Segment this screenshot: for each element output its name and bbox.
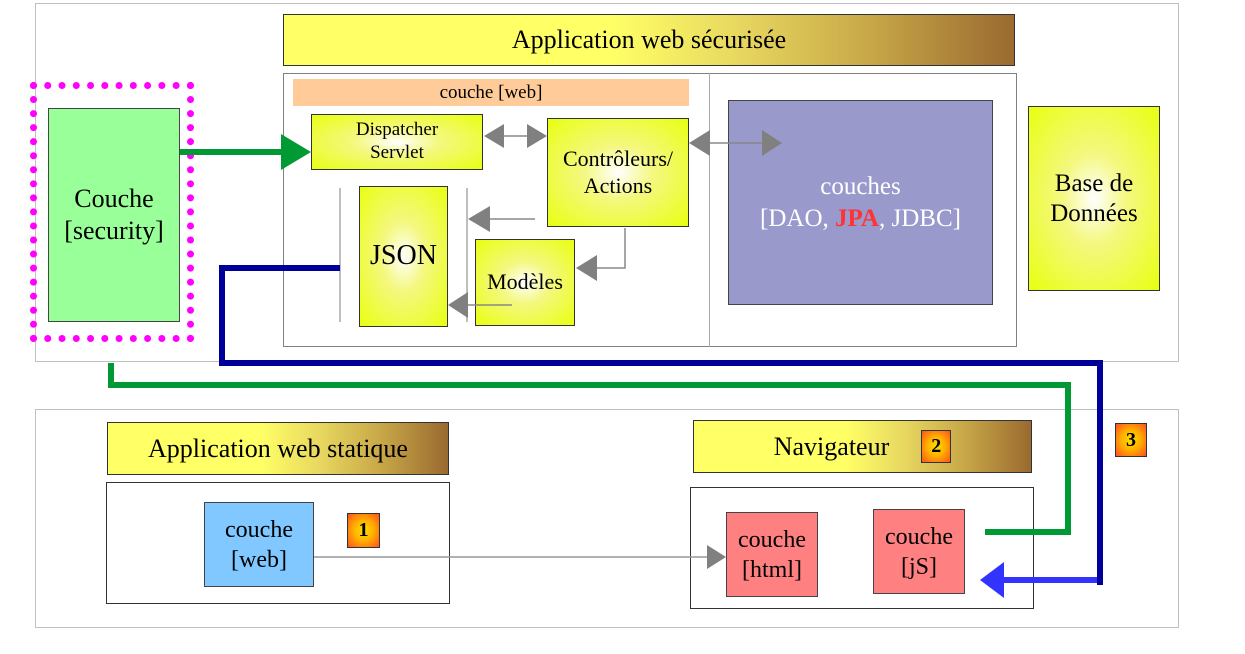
security-layer-line2: [security] [64, 216, 164, 245]
jpa-highlight: JPA [835, 204, 879, 232]
badge-1-text: 1 [358, 519, 369, 541]
data-layers-line1: couches [820, 173, 901, 201]
controllers-line2: Actions [583, 172, 653, 198]
data-layers-line2: [DAO, JPA, JDBC] [760, 203, 961, 234]
js-layer-line1: couche [885, 523, 953, 550]
static-web-line1: couche [225, 516, 293, 543]
data-layers-suffix: , JDBC] [879, 204, 961, 232]
json-label: JSON [370, 240, 437, 271]
controllers-box[interactable]: Contrôleurs/ Actions [547, 118, 689, 227]
html-layer-line2: [html] [742, 556, 802, 583]
web-layer-label: couche [web] [439, 81, 543, 103]
database-line1: Base de [1054, 169, 1134, 197]
badge-2-text: 2 [931, 435, 942, 457]
static-web-line2: [web] [231, 546, 287, 573]
js-layer-box[interactable]: couche [jS] [873, 509, 965, 594]
static-web-layer-box[interactable]: couche [web] [204, 502, 314, 587]
models-label: Modèles [487, 269, 563, 295]
security-layer-box[interactable]: Couche [security] [48, 108, 180, 322]
security-layer-line1: Couche [74, 183, 154, 213]
browser-title: Navigateur 2 [693, 420, 1032, 473]
security-dotted-boundary [30, 82, 194, 342]
web-layer-label-bar: couche [web] [293, 79, 689, 106]
secure-app-title: Application web sécurisée [283, 14, 1015, 66]
js-layer-line2: [jS] [901, 553, 937, 580]
static-app-title: Application web statique [107, 422, 449, 475]
web-container-divider [709, 73, 710, 347]
dispatcher-servlet-box[interactable]: Dispatcher Servlet [311, 114, 483, 170]
badge-3: 3 [1115, 423, 1147, 457]
database-box[interactable]: Base de Données [1028, 106, 1160, 291]
models-box[interactable]: Modèles [475, 239, 575, 326]
data-layers-prefix: [DAO, [760, 204, 836, 232]
database-line2: Données [1050, 199, 1138, 227]
json-box[interactable]: JSON [359, 186, 448, 327]
data-layers-box[interactable]: couches [DAO, JPA, JDBC] [728, 100, 993, 305]
badge-2: 2 [921, 430, 952, 463]
html-layer-box[interactable]: couche [html] [726, 512, 818, 597]
static-app-title-text: Application web statique [148, 433, 408, 463]
dispatcher-line1: Dispatcher [355, 119, 439, 141]
badge-3-text: 3 [1126, 428, 1136, 451]
controllers-line1: Contrôleurs/ [563, 146, 673, 172]
secure-app-title-text: Application web sécurisée [511, 25, 787, 54]
browser-title-text: Navigateur [773, 431, 890, 461]
html-layer-line1: couche [738, 526, 806, 553]
dispatcher-line2: Servlet [370, 142, 424, 163]
badge-1: 1 [347, 513, 380, 548]
